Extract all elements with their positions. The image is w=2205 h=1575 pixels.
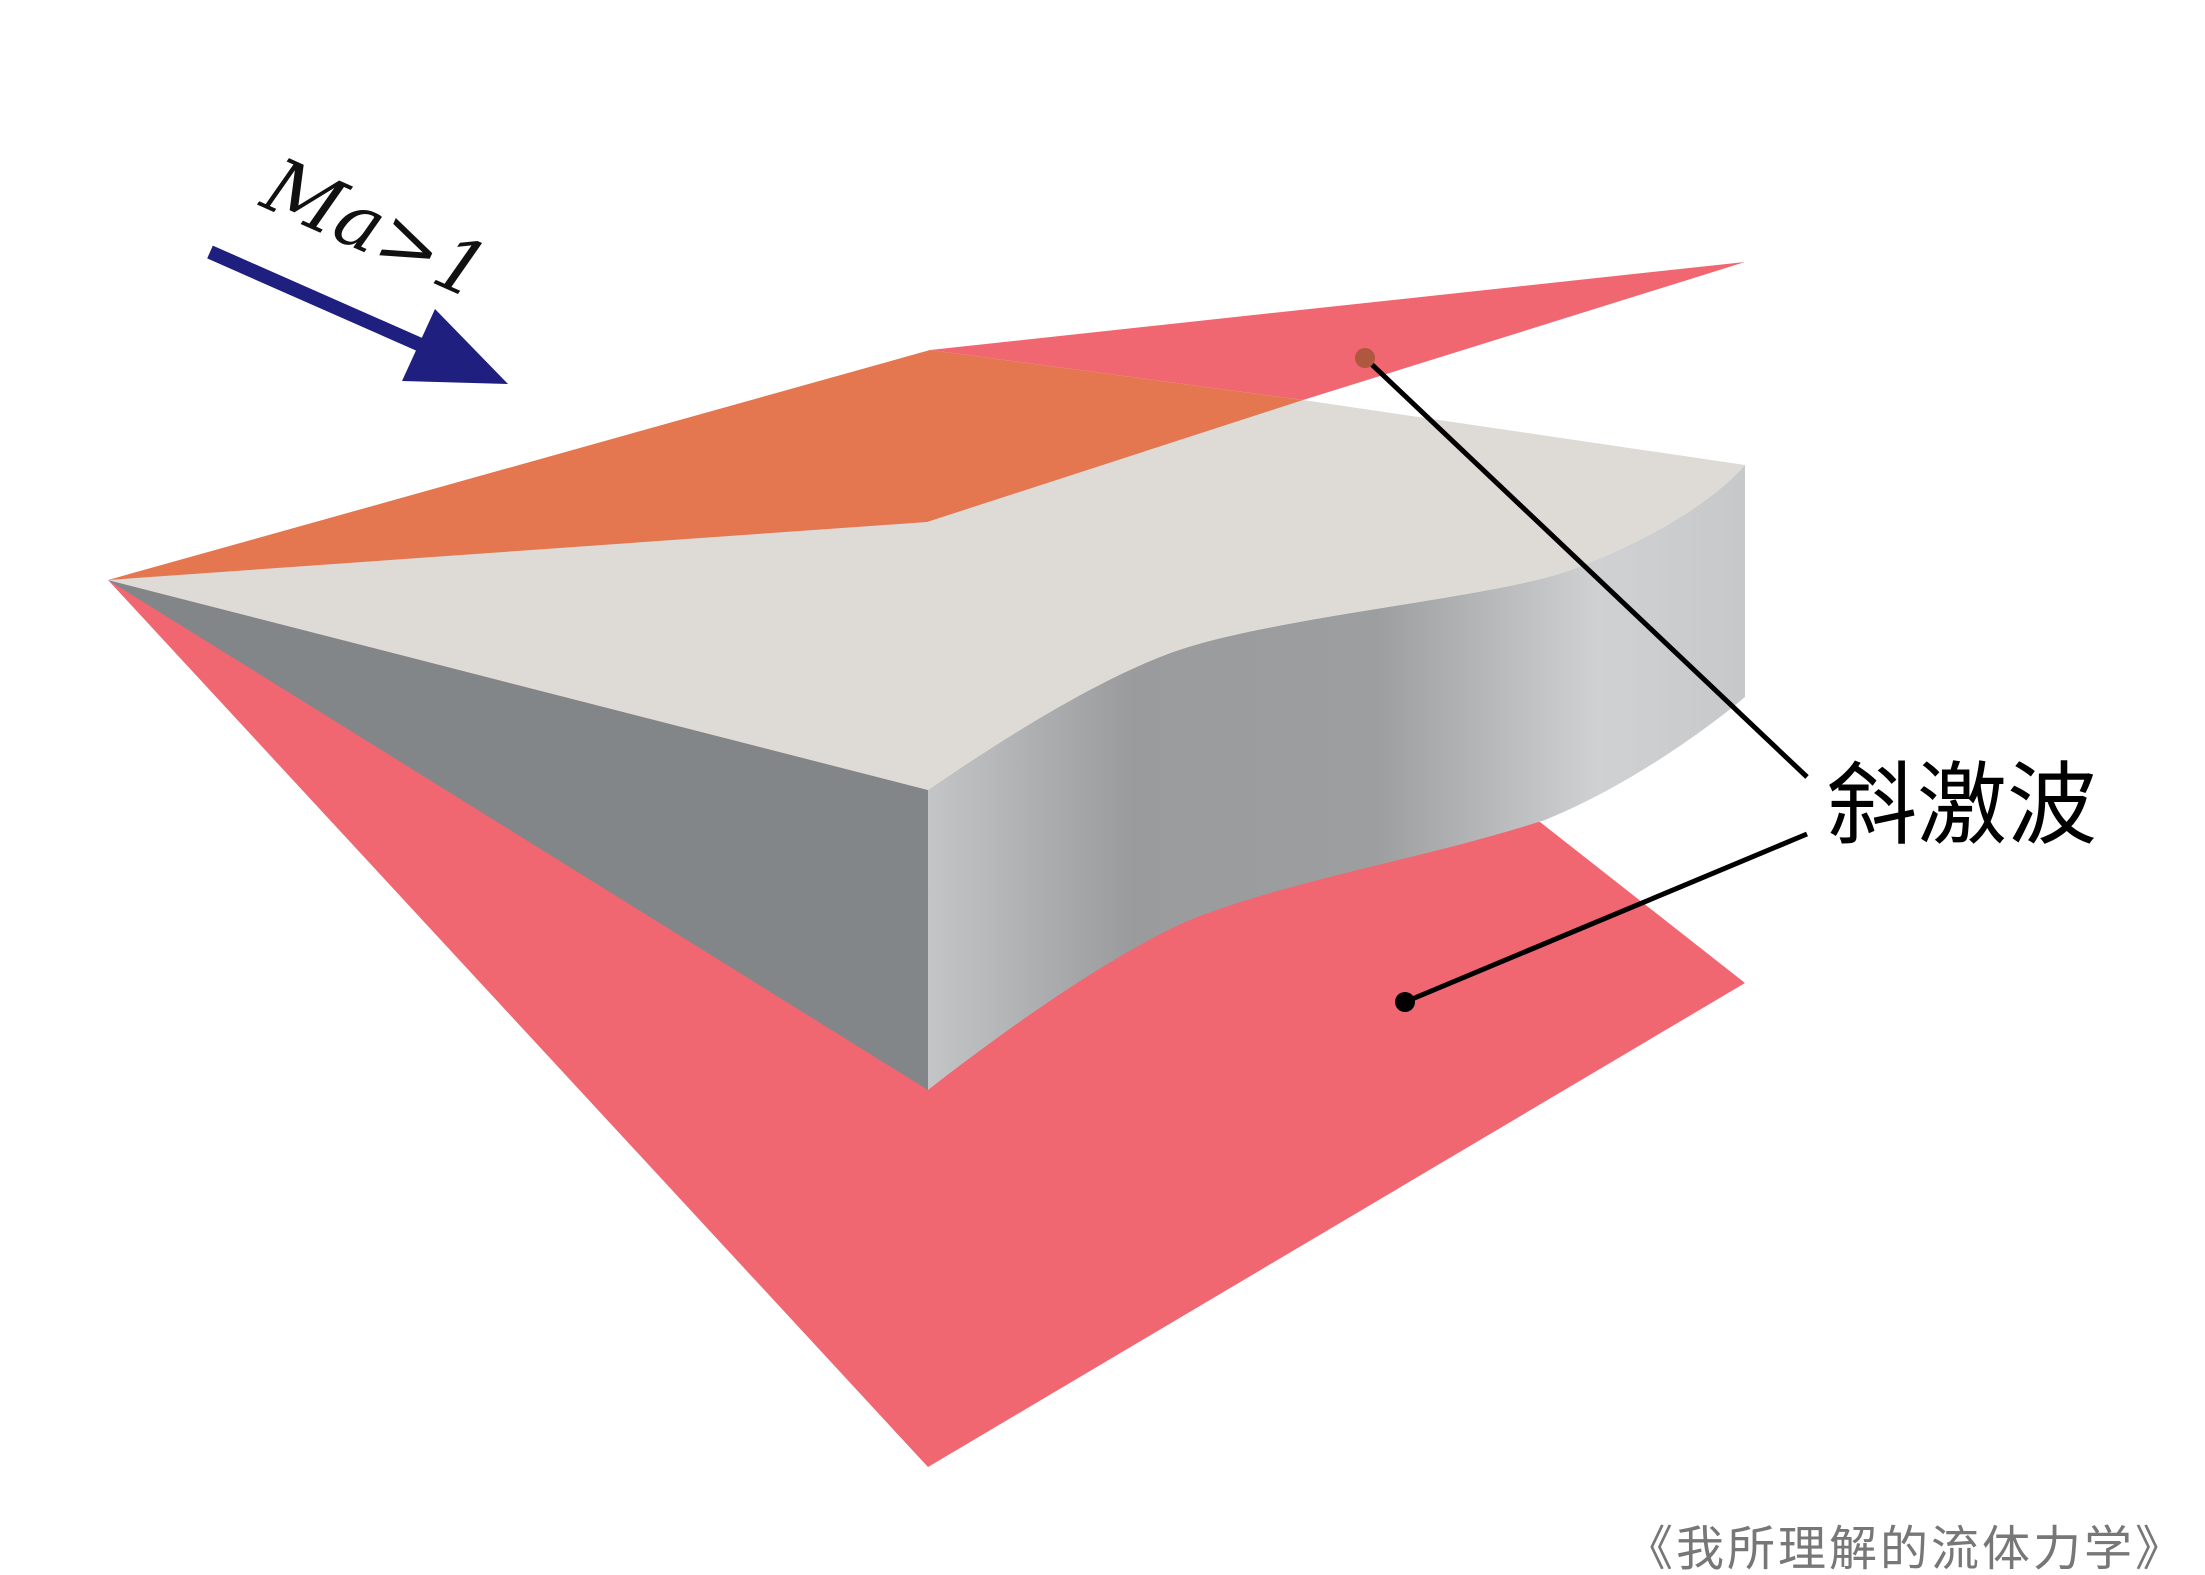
source-caption: 《我所理解的流体力学》 [1625,1521,2186,1575]
wedge-right-face [928,465,1745,1090]
callout-leaders [1355,348,1809,1012]
upper-shock-marker [1355,348,1375,368]
lower-shock-marker [1395,992,1415,1012]
upper-shock-sheet-back [930,262,1745,400]
wedge-left-face [108,580,928,1090]
oblique-shock-label: 斜激波 [1827,753,2097,858]
wedge-top-face [108,400,1745,790]
upper-shock-sheet-front [108,350,1303,580]
flow-arrow [207,245,508,384]
